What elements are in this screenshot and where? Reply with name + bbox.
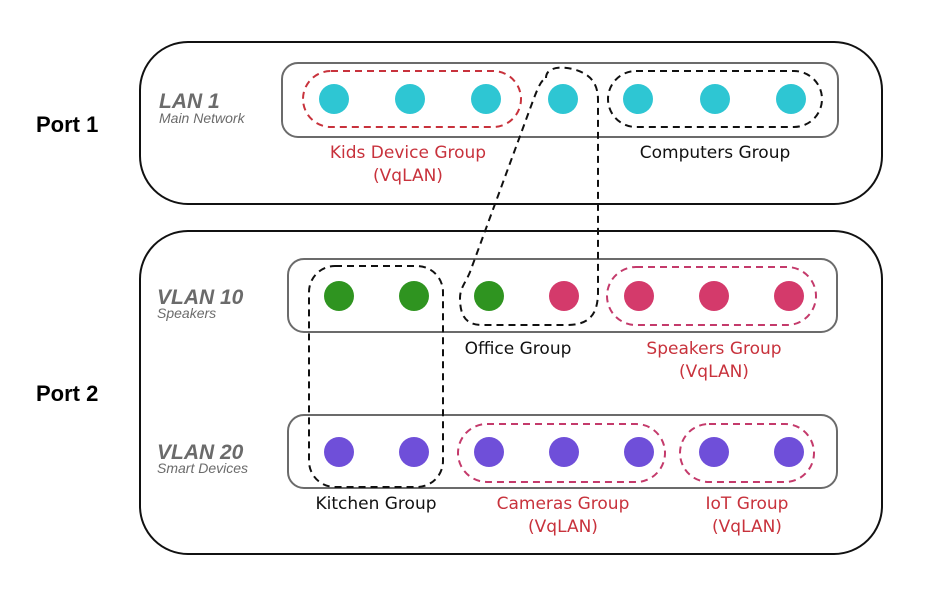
kids-device-group-label: Kids Device Group (330, 143, 486, 163)
device-dot (548, 84, 578, 114)
device-dot (774, 281, 804, 311)
office-group-label: Office Group (465, 339, 572, 359)
device-dot (324, 281, 354, 311)
device-dot (474, 281, 504, 311)
device-dot (471, 84, 501, 114)
lan-1-row (281, 62, 839, 138)
device-dot (549, 437, 579, 467)
device-dot (700, 84, 730, 114)
device-dot (324, 437, 354, 467)
port-2-container (139, 230, 883, 555)
vlan-20-title: VLAN 20 (157, 441, 244, 464)
device-dot (399, 281, 429, 311)
kids-device-group-box (302, 70, 522, 128)
speakers-group-type: (VqLAN) (679, 362, 749, 382)
lan-1-title: LAN 1 (159, 90, 220, 113)
computers-group-box (607, 70, 823, 128)
device-dot (319, 84, 349, 114)
cameras-group-box (457, 423, 666, 483)
kitchen-group-box (308, 265, 444, 488)
iot-group-type: (VqLAN) (712, 517, 782, 537)
kids-device-group-type: (VqLAN) (373, 166, 443, 186)
device-dot (624, 281, 654, 311)
lan-1-subtitle: Main Network (159, 110, 246, 126)
iot-group-label: IoT Group (706, 494, 789, 514)
vlan-10-title: VLAN 10 (157, 286, 244, 309)
device-dot (699, 437, 729, 467)
office-group-outline (458, 66, 599, 326)
cameras-group-label: Cameras Group (497, 494, 630, 514)
port-2-label: Port 2 (36, 381, 98, 406)
device-dot (774, 437, 804, 467)
iot-group-box (679, 423, 815, 483)
device-dots (319, 84, 806, 467)
computers-group-label: Computers Group (640, 143, 791, 163)
device-dot (623, 84, 653, 114)
port-1-label: Port 1 (36, 112, 98, 137)
vlan-20-row (287, 414, 838, 489)
device-dot (549, 281, 579, 311)
device-dot (399, 437, 429, 467)
device-dot (699, 281, 729, 311)
speakers-group-label: Speakers Group (646, 339, 781, 359)
device-dot (624, 437, 654, 467)
port-1-container (139, 41, 883, 205)
vlan-10-subtitle: Speakers (157, 305, 216, 321)
kitchen-group-label: Kitchen Group (315, 494, 436, 514)
vlan-10-row (287, 258, 838, 333)
device-dot (395, 84, 425, 114)
speakers-group-box (606, 266, 817, 326)
cameras-group-type: (VqLAN) (528, 517, 598, 537)
vlan-20-subtitle: Smart Devices (157, 460, 248, 476)
device-dot (776, 84, 806, 114)
device-dot (474, 437, 504, 467)
